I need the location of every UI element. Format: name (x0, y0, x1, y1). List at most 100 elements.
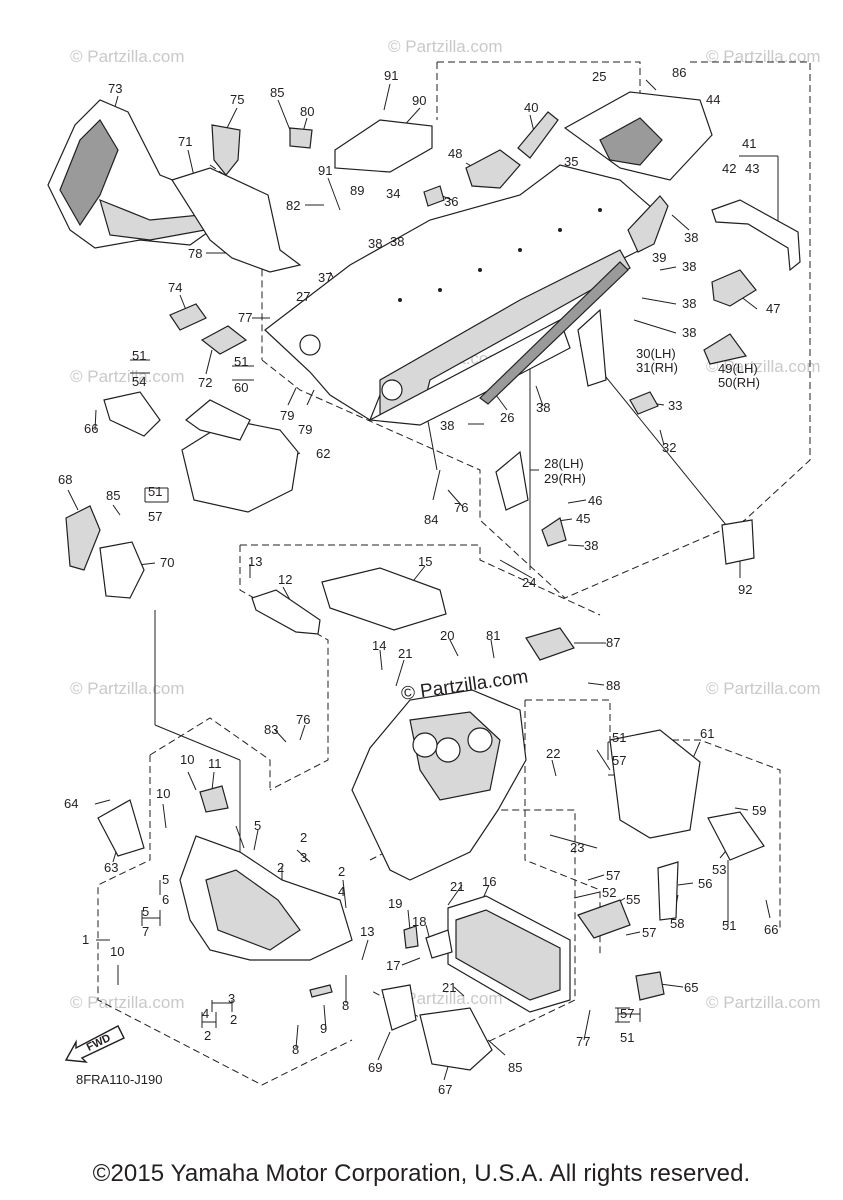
callout-79b: 79 (298, 422, 312, 437)
callout-2e: 2 (204, 1028, 211, 1043)
callout-57c: 57 (606, 868, 620, 883)
callout-69: 69 (368, 1060, 382, 1075)
callout-51e: 51 (722, 918, 736, 933)
callout-90: 90 (412, 93, 426, 108)
callout-4a: 4 (338, 884, 345, 899)
callout-72: 72 (198, 375, 212, 390)
callout-38g: 38 (536, 400, 550, 415)
callout-36: 36 (444, 194, 458, 209)
duct-part-67 (419, 1007, 493, 1071)
callout-80: 80 (300, 104, 314, 119)
callout-51a: 51 (132, 348, 146, 363)
watermark: © Partzilla.com (388, 989, 503, 1008)
watermark: © Partzilla.com (388, 37, 503, 56)
callout-86: 86 (672, 65, 686, 80)
callout-75: 75 (230, 92, 244, 107)
callout-47: 47 (766, 301, 780, 316)
callout-17: 17 (386, 958, 400, 973)
callout-77: 77 (238, 310, 252, 325)
part-drawings (47, 91, 801, 1071)
callout-labels: 73 71 75 85 80 91 90 91 89 34 82 36 38 3… (58, 65, 780, 1097)
bulkhead-part-15 (321, 567, 447, 631)
callout-13a: 13 (248, 554, 262, 569)
callout-71: 71 (178, 134, 192, 149)
callout-74: 74 (168, 280, 182, 295)
callout-38c: 38 (684, 230, 698, 245)
callout-21b: 21 (450, 879, 464, 894)
callout-51f: 51 (620, 1030, 634, 1045)
callout-19: 19 (388, 896, 402, 911)
callout-30-lh: 30(LH) (636, 346, 676, 361)
callout-27: 27 (296, 289, 310, 304)
callout-5c: 5 (142, 904, 149, 919)
callout-2b: 2 (300, 830, 307, 845)
callout-22: 22 (546, 746, 560, 761)
callout-2a: 2 (277, 860, 284, 875)
callout-57d: 57 (642, 925, 656, 940)
callout-79a: 79 (280, 408, 294, 423)
watermark: © Partzilla.com (70, 679, 185, 698)
callout-50-rh: 50(RH) (718, 375, 760, 390)
callout-25: 25 (592, 69, 606, 84)
callout-66a: 66 (84, 421, 98, 436)
callout-38d: 38 (682, 259, 696, 274)
callout-52: 52 (602, 885, 616, 900)
callout-2d: 2 (230, 1012, 237, 1027)
callout-68: 68 (58, 472, 72, 487)
watermark: © Partzilla.com (706, 993, 821, 1012)
callout-91b: 91 (318, 163, 332, 178)
callout-35: 35 (564, 154, 578, 169)
callout-10c: 10 (110, 944, 124, 959)
callout-11: 11 (208, 756, 222, 771)
callout-85c: 85 (508, 1060, 522, 1075)
callout-38i: 38 (584, 538, 598, 553)
callout-76b: 76 (296, 712, 310, 727)
callout-37: 37 (318, 270, 332, 285)
watermarks: © Partzilla.com © Partzilla.com © Partzi… (70, 37, 821, 1012)
callout-29-rh: 29(RH) (544, 471, 586, 486)
callout-6: 6 (162, 892, 169, 907)
callout-85b: 85 (106, 488, 120, 503)
callout-84: 84 (424, 512, 438, 527)
callout-10a: 10 (156, 786, 170, 801)
callout-8b: 8 (342, 998, 349, 1013)
callout-2c: 2 (338, 864, 345, 879)
callout-26: 26 (500, 410, 514, 425)
callout-51c: 51 (148, 484, 162, 499)
callout-48: 48 (448, 146, 462, 161)
callout-58: 58 (670, 916, 684, 931)
callout-5a: 5 (254, 818, 261, 833)
callout-40: 40 (524, 100, 538, 115)
callout-38a: 38 (368, 236, 382, 251)
callout-9: 9 (320, 1021, 327, 1036)
assembly-boundaries (97, 61, 811, 1086)
callout-4b: 4 (202, 1006, 209, 1021)
callout-57e: 57 (620, 1006, 634, 1021)
watermark: © Partzilla.com (70, 993, 185, 1012)
callout-5b: 5 (162, 872, 169, 887)
callout-34: 34 (386, 186, 400, 201)
callout-60: 60 (234, 380, 248, 395)
callout-21c: 21 (442, 980, 456, 995)
callout-14: 14 (372, 638, 386, 653)
callout-61: 61 (700, 726, 714, 741)
callout-54: 54 (132, 374, 146, 389)
callout-56: 56 (698, 876, 712, 891)
callout-3b: 3 (228, 991, 235, 1006)
copyright-notice: ©2015 Yamaha Motor Corporation, U.S.A. A… (92, 1160, 751, 1187)
callout-78: 78 (188, 246, 202, 261)
watermark: © Partzilla.com (706, 357, 821, 376)
callout-41: 41 (742, 136, 756, 151)
callout-10b: 10 (180, 752, 194, 767)
callout-23: 23 (570, 840, 584, 855)
callout-82: 82 (286, 198, 300, 213)
callout-28-lh: 28(LH) (544, 456, 584, 471)
callout-65: 65 (684, 980, 698, 995)
watermark: © Partzilla.com (70, 367, 185, 386)
callout-21a: 21 (398, 646, 412, 661)
callout-44: 44 (706, 92, 720, 107)
callout-64: 64 (64, 796, 78, 811)
callout-88: 88 (606, 678, 620, 693)
callout-18: 18 (412, 914, 426, 929)
callout-12: 12 (278, 572, 292, 587)
